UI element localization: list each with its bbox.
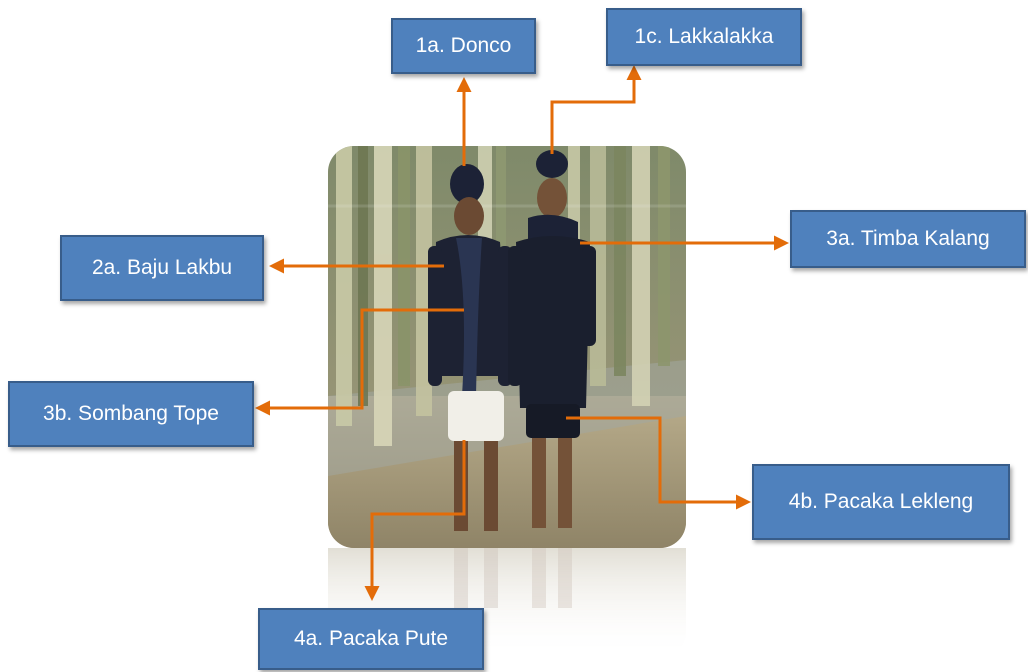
photo-illustration: [328, 146, 686, 548]
label-baju-lakbu: 2a. Baju Lakbu: [60, 235, 264, 301]
connector-pacaka-pute: [364, 440, 466, 601]
photo-two-men-traditional-dress: [328, 146, 686, 548]
connector-pacaka-lekleng: [566, 416, 751, 510]
right-man: [508, 150, 596, 528]
label-sombang-tope: 3b. Sombang Tope: [8, 381, 254, 447]
label-lakkalakka: 1c. Lakkalakka: [606, 8, 802, 66]
connector-lakkalakka: [550, 65, 642, 154]
label-timba-kalang: 3a. Timba Kalang: [790, 210, 1026, 268]
label-pacaka-lekleng: 4b. Pacaka Lekleng: [752, 464, 1010, 540]
label-pacaka-pute: 4a. Pacaka Pute: [258, 608, 484, 670]
label-donco: 1a. Donco: [391, 18, 536, 74]
connector-sombang-tope: [255, 308, 464, 416]
